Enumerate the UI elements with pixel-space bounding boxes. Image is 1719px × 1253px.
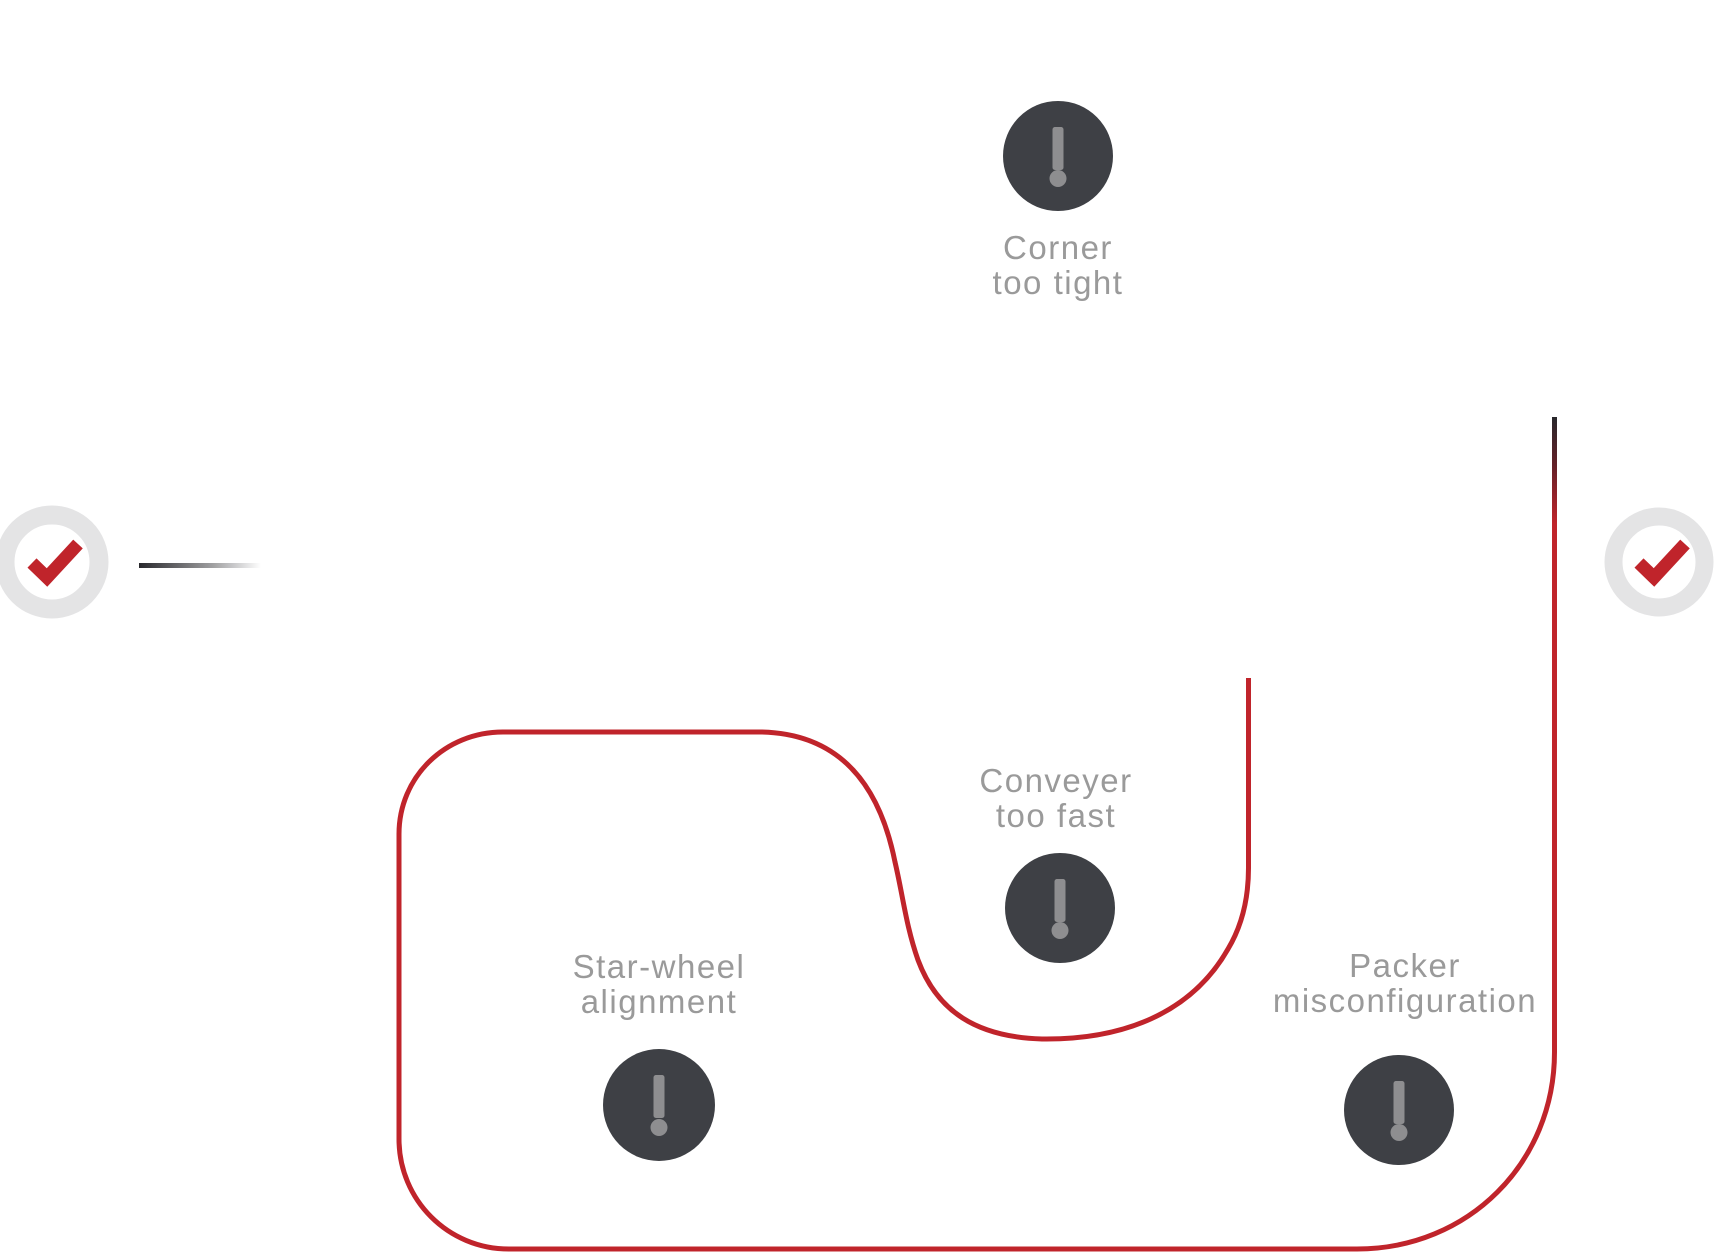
issue-label-line2: too tight (992, 264, 1124, 301)
checkpoint-start (0, 505, 109, 619)
issue-label-line1: Corner (1003, 229, 1113, 266)
warning-marker-corner-too-tight (1003, 101, 1113, 211)
exclamation-icon (1393, 1081, 1405, 1124)
exclamation-dot (1390, 1124, 1408, 1141)
exclamation-icon (1052, 127, 1064, 170)
red-line-path (396, 520, 1557, 1252)
issue-label-line2: misconfiguration (1272, 982, 1538, 1019)
issue-label-line2: too fast (995, 797, 1117, 834)
issue-label-line1: Conveyer (979, 762, 1133, 799)
checkpoint-end (1604, 507, 1714, 617)
checkmark-icon (1634, 539, 1690, 587)
issue-label-packer-misconfiguration: Packer misconfiguration (1273, 948, 1537, 1018)
warning-marker-star-wheel-alignment (603, 1049, 715, 1161)
issue-label-line1: Star-wheel (572, 948, 746, 985)
exclamation-dot (1049, 170, 1067, 187)
checkmark-icon (27, 539, 83, 587)
warning-marker-conveyer-too-fast (1005, 853, 1115, 963)
exclamation-icon (1054, 879, 1066, 922)
issue-label-conveyer-too-fast: Conveyer too fast (979, 763, 1132, 833)
issue-label-corner-too-tight: Corner too tight (993, 230, 1124, 300)
issue-label-line2: alignment (580, 983, 738, 1020)
issue-label-star-wheel-alignment: Star-wheel alignment (573, 949, 746, 1019)
exclamation-icon (653, 1075, 665, 1118)
checkpoint-ring (0, 505, 109, 619)
issue-label-line1: Packer (1349, 947, 1461, 984)
warning-marker-packer-misconfiguration (1344, 1055, 1454, 1165)
exclamation-dot (650, 1119, 668, 1136)
exclamation-dot (1051, 922, 1069, 939)
checkpoint-ring (1604, 507, 1714, 617)
